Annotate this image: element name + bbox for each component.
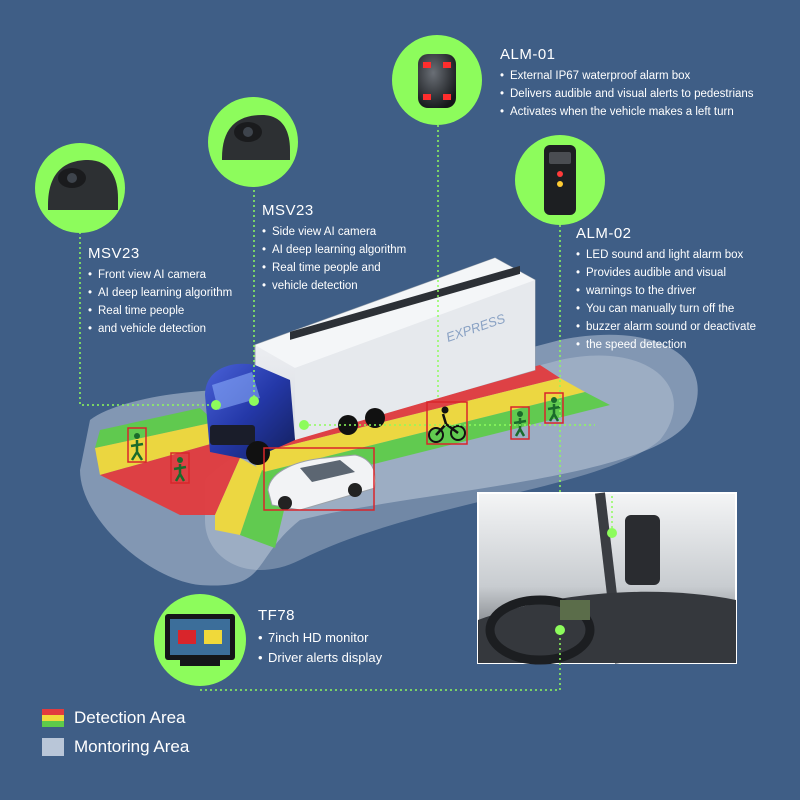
msv23-side-bullet: vehicle detection xyxy=(262,277,406,295)
alm01-label: ALM-01 External IP67 waterproof alarm bo… xyxy=(500,46,754,121)
truck-cab xyxy=(205,363,385,465)
cab-interior-photo xyxy=(477,492,737,665)
pedestrian-1 xyxy=(127,427,147,463)
tf78-title: TF78 xyxy=(258,607,296,624)
alm01-bullet: External IP67 waterproof alarm box xyxy=(500,67,754,85)
msv23-front-icon-badge xyxy=(35,143,125,233)
detection-swatch xyxy=(42,709,64,727)
msv23-front-bullet: AI deep learning algorithm xyxy=(88,284,232,302)
tf78-label: TF78 7inch HD monitor Driver alerts disp… xyxy=(258,607,382,668)
connector-lines xyxy=(79,125,613,691)
pedestrian-3 xyxy=(510,406,530,440)
cyclist xyxy=(426,401,468,445)
alm02-title: ALM-02 xyxy=(576,225,632,242)
alm02-label: ALM-02 LED sound and light alarm box Pro… xyxy=(576,225,756,354)
alm02-bullet: the speed detection xyxy=(576,336,756,354)
alm01-title: ALM-01 xyxy=(500,46,556,63)
msv23-side-bullet: Side view AI camera xyxy=(262,223,406,241)
legend-monitoring-area: Montoring Area xyxy=(42,737,189,757)
car xyxy=(263,447,377,511)
tf78-bullet: Driver alerts display xyxy=(258,648,382,668)
msv23-front-bullet: Real time people xyxy=(88,302,232,320)
msv23-front-bullet: Front view AI camera xyxy=(88,266,232,284)
sensor-dots xyxy=(211,396,617,635)
pedestrian-4 xyxy=(544,392,564,424)
alm02-bullet: LED sound and light alarm box xyxy=(576,246,756,264)
msv23-front-title: MSV23 xyxy=(88,245,140,262)
pedestrian-2 xyxy=(170,452,190,484)
msv23-side-bullet: AI deep learning algorithm xyxy=(262,241,406,259)
msv23-front-label: MSV23 Front view AI camera AI deep learn… xyxy=(88,245,232,338)
msv23-side-bullet: Real time people and xyxy=(262,259,406,277)
legend-label: Detection Area xyxy=(74,708,186,727)
tf78-icon-badge xyxy=(154,594,246,686)
alm02-icon-badge xyxy=(515,135,605,225)
alm01-icon-badge xyxy=(392,35,482,125)
alm02-bullet: You can manually turn off the xyxy=(576,300,756,318)
msv23-front-bullet: and vehicle detection xyxy=(88,320,232,338)
msv23-side-label: MSV23 Side view AI camera AI deep learni… xyxy=(262,202,406,295)
alm01-bullet: Delivers audible and visual alerts to pe… xyxy=(500,85,754,103)
msv23-side-icon-badge xyxy=(208,97,298,187)
alm01-bullet: Activates when the vehicle makes a left … xyxy=(500,103,754,121)
alm02-bullet: warnings to the driver xyxy=(576,282,756,300)
alm02-bullet: buzzer alarm sound or deactivate xyxy=(576,318,756,336)
legend-detection-area: Detection Area xyxy=(42,708,186,728)
tf78-bullet: 7inch HD monitor xyxy=(258,628,382,648)
msv23-side-title: MSV23 xyxy=(262,202,314,219)
alm02-bullet: Provides audible and visual xyxy=(576,264,756,282)
legend-label: Montoring Area xyxy=(74,737,190,756)
monitoring-swatch xyxy=(42,738,64,756)
